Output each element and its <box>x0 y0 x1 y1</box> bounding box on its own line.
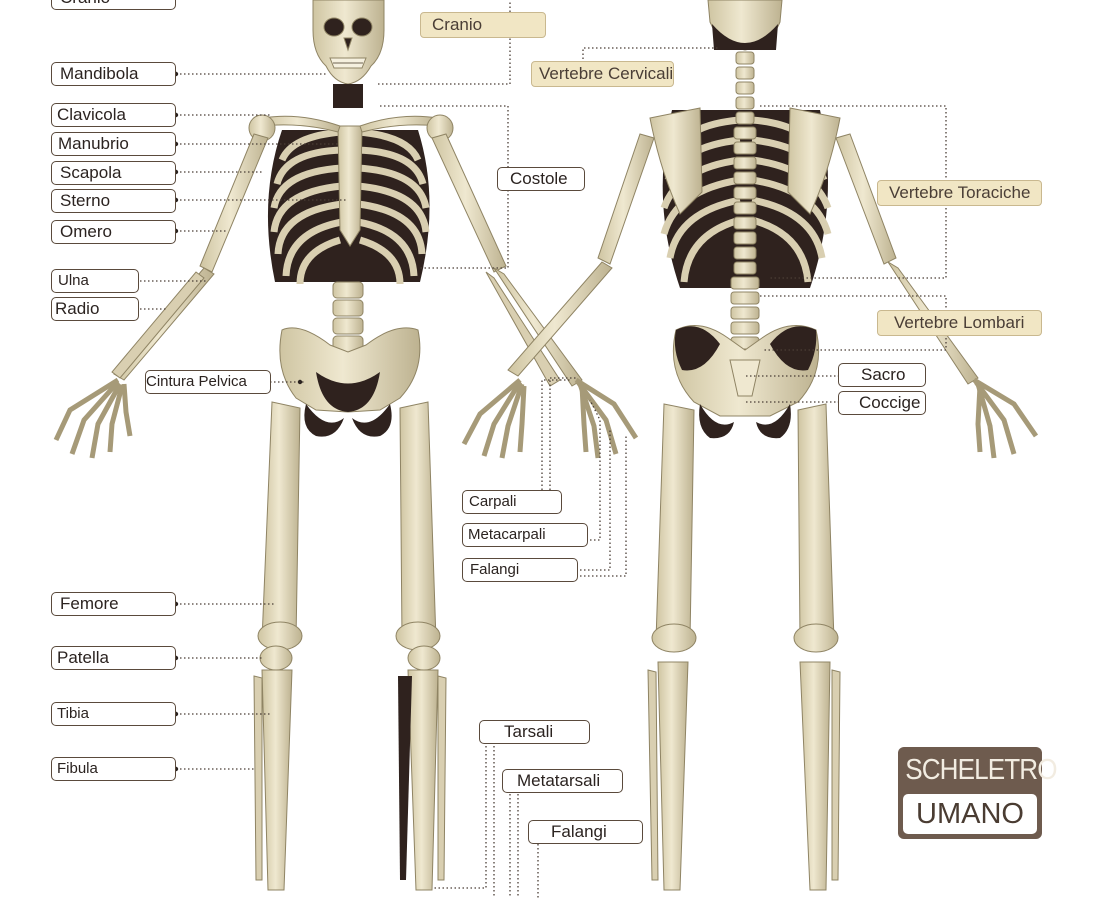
title-line-1: SCHELETRO <box>905 754 1057 786</box>
back-scapula-left <box>649 107 703 215</box>
back-femur-left <box>655 403 695 641</box>
label-tibia: Tibia <box>51 702 176 726</box>
label-cintura-pelvica: Cintura Pelvica <box>145 370 271 394</box>
label-carpali: Carpali <box>462 490 562 514</box>
back-hand-right <box>972 377 1039 459</box>
back-tibia-left <box>657 661 689 891</box>
label-scapola: Scapola <box>51 161 176 185</box>
label-falangi-mano: Falangi <box>462 558 578 582</box>
back-vertebra <box>735 81 755 95</box>
front-ribs <box>270 128 430 285</box>
label-patella: Patella <box>51 646 176 670</box>
back-scapula-right <box>787 107 841 215</box>
label-cranio-partial: Cranio <box>51 0 176 10</box>
label-ulna: Ulna <box>51 269 139 293</box>
front-femur-right <box>399 401 437 641</box>
back-vertebra <box>733 156 757 170</box>
label-omero: Omero <box>51 220 176 244</box>
back-vertebra <box>733 231 757 245</box>
front-clavicle-right <box>359 115 439 133</box>
front-humerus-left <box>199 133 269 273</box>
back-vertebra <box>733 216 757 230</box>
front-femur-left <box>261 401 301 641</box>
back-vertebra <box>730 291 760 305</box>
label-femore: Femore <box>51 592 176 616</box>
back-vertebra <box>733 141 757 155</box>
front-patella-left <box>259 645 293 671</box>
front-tibia-right <box>407 669 439 891</box>
label-clavicola: Clavicola <box>51 103 176 127</box>
tag-cranio: Cranio <box>420 12 546 38</box>
back-vertebra <box>735 96 755 110</box>
back-vertebra <box>733 246 757 260</box>
label-costole: Costole <box>497 167 585 191</box>
label-falangi-piede: Falangi <box>528 820 643 844</box>
label-metatarsali: Metatarsali <box>502 769 623 793</box>
back-vertebra <box>733 186 757 200</box>
label-radio: Radio <box>51 297 139 321</box>
back-vertebra <box>733 261 757 275</box>
back-vertebra <box>730 276 760 290</box>
back-vertebra <box>735 51 755 65</box>
back-forearm-left <box>507 261 613 377</box>
front-sternum <box>337 125 363 247</box>
front-clavicle-left <box>261 115 341 133</box>
label-fibula: Fibula <box>51 757 176 781</box>
back-humerus-right <box>835 133 897 265</box>
front-skeleton <box>53 0 639 891</box>
front-skull <box>312 0 385 85</box>
back-skeleton <box>507 0 1039 891</box>
back-tibia-right <box>799 661 831 891</box>
front-humerus-right <box>431 133 507 273</box>
front-hand-left <box>53 377 133 459</box>
back-vertebra <box>733 171 757 185</box>
label-tarsali: Tarsali <box>479 720 590 744</box>
title-badge: SCHELETRO UMANO <box>898 747 1058 839</box>
back-vertebra <box>733 201 757 215</box>
label-sterno: Sterno <box>51 189 176 213</box>
front-forearm-right <box>493 267 583 387</box>
title-line-2: UMANO <box>903 794 1037 834</box>
front-patella-right <box>407 645 441 671</box>
label-sacro: Sacro <box>838 363 926 387</box>
tag-vertebre-lombari: Vertebre Lombari <box>877 310 1042 336</box>
back-vertebra <box>735 111 755 125</box>
back-vertebra <box>735 66 755 80</box>
front-pelvis <box>279 327 421 413</box>
front-hand-right <box>461 377 639 459</box>
front-lumbar-spine <box>332 281 364 353</box>
label-mandibola: Mandibola <box>51 62 176 86</box>
back-vertebra <box>730 321 760 335</box>
back-humerus-left <box>597 133 655 265</box>
tag-vertebre-cervicali: Vertebre Cervicali <box>531 61 674 87</box>
label-coccige: Coccige <box>838 391 926 415</box>
back-vertebra <box>730 306 760 320</box>
label-metacarpali: Metacarpali <box>462 523 588 547</box>
back-vertebra <box>733 126 757 140</box>
front-neck <box>333 84 363 108</box>
tag-vertebre-toraciche: Vertebre Toraciche <box>877 180 1042 206</box>
back-femur-right <box>797 403 835 641</box>
label-manubrio: Manubrio <box>51 132 176 156</box>
front-tibia-left <box>261 669 293 891</box>
